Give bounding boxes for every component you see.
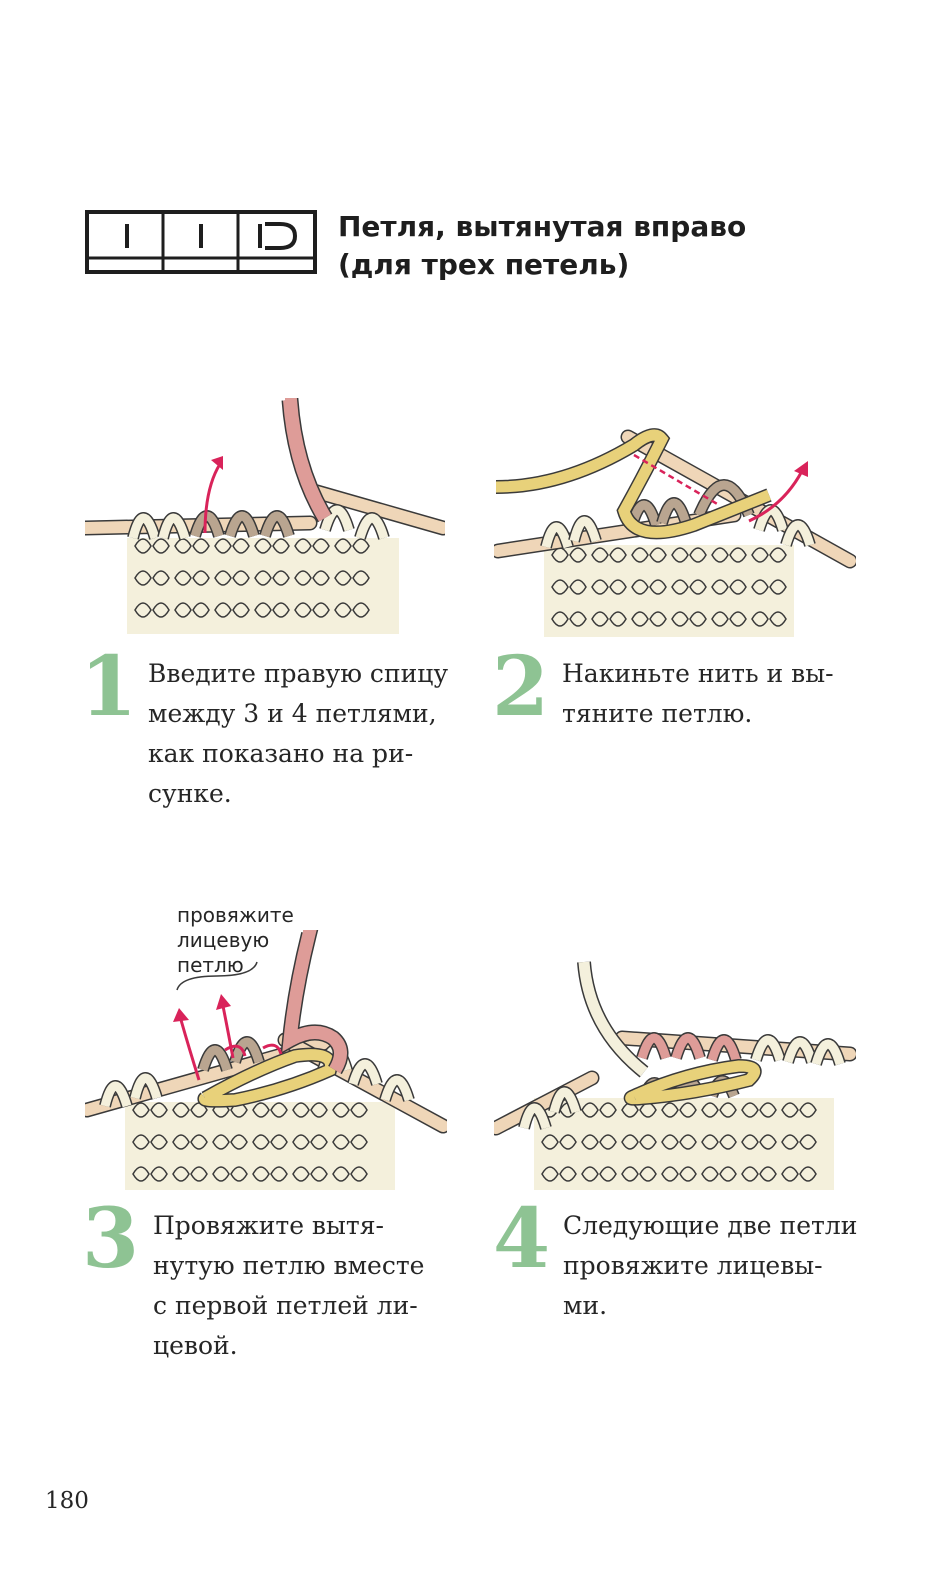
step-text-line: нутую петлю вместе <box>153 1251 425 1280</box>
step-1-illustration <box>85 398 445 634</box>
page-number: 180 <box>45 1488 89 1514</box>
step-1-number: 1 <box>80 639 138 735</box>
step-1-text: Введите правую спицу между 3 и 4 петлями… <box>148 654 458 814</box>
callout-line: петлю <box>177 953 244 977</box>
step-3-illustration <box>85 930 447 1190</box>
page-heading: Петля, вытянутая вправо (для трех петель… <box>338 208 898 284</box>
step-text-line: провяжите лицевы- <box>563 1251 823 1280</box>
step-text-line: Следующие две петли <box>563 1211 858 1240</box>
step-3-number: 3 <box>82 1191 140 1287</box>
step-4-text: Следующие две петли провяжите лицевы- ми… <box>563 1206 873 1326</box>
step-4-illustration <box>494 961 856 1190</box>
step-text-line: сунке. <box>148 779 232 808</box>
step-4-number: 4 <box>493 1191 551 1287</box>
knit-loop-callout: провяжите лицевую петлю <box>177 903 294 978</box>
callout-line: лицевую <box>177 928 270 952</box>
step-3-text: Провяжите вытя- нутую петлю вместе с пер… <box>153 1206 463 1366</box>
step-2-illustration <box>494 428 856 637</box>
step-text-line: Накиньте нить и вы- <box>562 659 834 688</box>
step-text-line: тяните петлю. <box>562 699 753 728</box>
heading-line: Петля, вытянутая вправо <box>338 210 747 243</box>
step-text-line: между 3 и 4 петлями, <box>148 699 437 728</box>
step-text-line: цевой. <box>153 1331 238 1360</box>
stitch-symbol-icon <box>85 210 317 274</box>
heading-line: (для трех петель) <box>338 248 630 281</box>
step-text-line: ми. <box>563 1291 608 1320</box>
callout-line: провяжите <box>177 903 294 927</box>
step-2-number: 2 <box>492 639 550 735</box>
step-text-line: с первой петлей ли- <box>153 1291 418 1320</box>
step-text-line: как показано на ри- <box>148 739 414 768</box>
step-2-text: Накиньте нить и вы- тяните петлю. <box>562 654 872 734</box>
step-text-line: Провяжите вытя- <box>153 1211 384 1240</box>
step-text-line: Введите правую спицу <box>148 659 449 688</box>
